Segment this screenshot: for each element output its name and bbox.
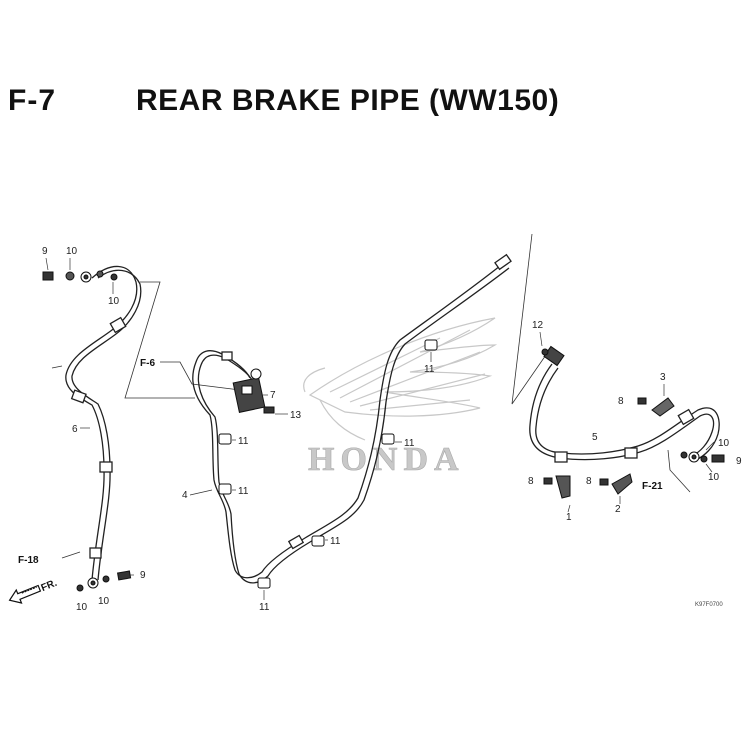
bracket-2[interactable]	[599, 473, 633, 495]
brake-hose-left[interactable]	[65, 265, 142, 581]
brake-hose-right[interactable]	[529, 363, 720, 463]
callout-10-c: 10	[98, 596, 110, 607]
callout-4: 4	[182, 490, 188, 501]
honda-watermark-text: HONDA	[308, 441, 465, 478]
section-code: F-7	[8, 84, 56, 117]
banjo-bolt-bottom-left[interactable]	[76, 570, 132, 592]
page-title: REAR BRAKE PIPE (WW150)	[136, 84, 560, 117]
callout-10-f: 10	[708, 472, 720, 483]
callout-5: 5	[592, 432, 598, 443]
callout-12: 12	[532, 320, 544, 331]
brake-pipe-center[interactable]	[192, 253, 512, 584]
callout-10-a: 10	[66, 246, 78, 257]
banjo-bolt-top-left[interactable]	[42, 270, 118, 283]
bracket-1[interactable]	[543, 475, 571, 499]
reference-labels: F-6 F-18 F-21	[18, 358, 663, 566]
callout-3: 3	[660, 372, 666, 383]
callout-9-a: 9	[42, 246, 48, 257]
callout-11-c: 11	[330, 536, 341, 547]
three-way-joint[interactable]	[232, 368, 275, 414]
front-indicator: FR.	[8, 578, 59, 604]
banjo-right-end[interactable]	[680, 451, 725, 463]
callout-8-c: 8	[586, 476, 592, 487]
callout-8-a: 8	[618, 396, 624, 407]
reference-f18: F-18	[18, 555, 39, 566]
bracket-3[interactable]	[637, 397, 675, 417]
callout-10-b: 10	[108, 296, 120, 307]
callout-numbers: 9 10 10 6 9 10 10 4 7 13 11 11 11 11 11 …	[42, 246, 742, 613]
diagram-code: K97F0700	[695, 602, 723, 608]
callout-1: 1	[566, 512, 572, 523]
callout-2: 2	[615, 504, 621, 515]
honda-wing-watermark	[303, 317, 498, 441]
callout-10-e: 10	[718, 438, 730, 449]
callout-11-b: 11	[238, 486, 249, 497]
callout-leaders	[45, 257, 715, 600]
arrow-left-icon	[8, 584, 42, 604]
front-label: FR.	[40, 578, 59, 594]
callout-11-f: 11	[424, 364, 435, 375]
pipe-clamps-center[interactable]	[218, 339, 438, 589]
callout-9-c: 9	[736, 456, 742, 467]
callout-8-b: 8	[528, 476, 534, 487]
banjo-top-right[interactable]	[541, 345, 565, 367]
callout-11-d: 11	[259, 602, 270, 613]
callout-13: 13	[290, 410, 302, 421]
callout-7: 7	[270, 390, 276, 401]
callout-11-a: 11	[238, 436, 249, 447]
leader-lines	[51, 233, 691, 559]
callout-9-b: 9	[140, 570, 146, 581]
callout-10-d: 10	[76, 602, 88, 613]
reference-f6: F-6	[140, 358, 155, 369]
reference-f21: F-21	[642, 481, 663, 492]
callout-11-e: 11	[404, 438, 415, 449]
callout-6: 6	[72, 424, 78, 435]
